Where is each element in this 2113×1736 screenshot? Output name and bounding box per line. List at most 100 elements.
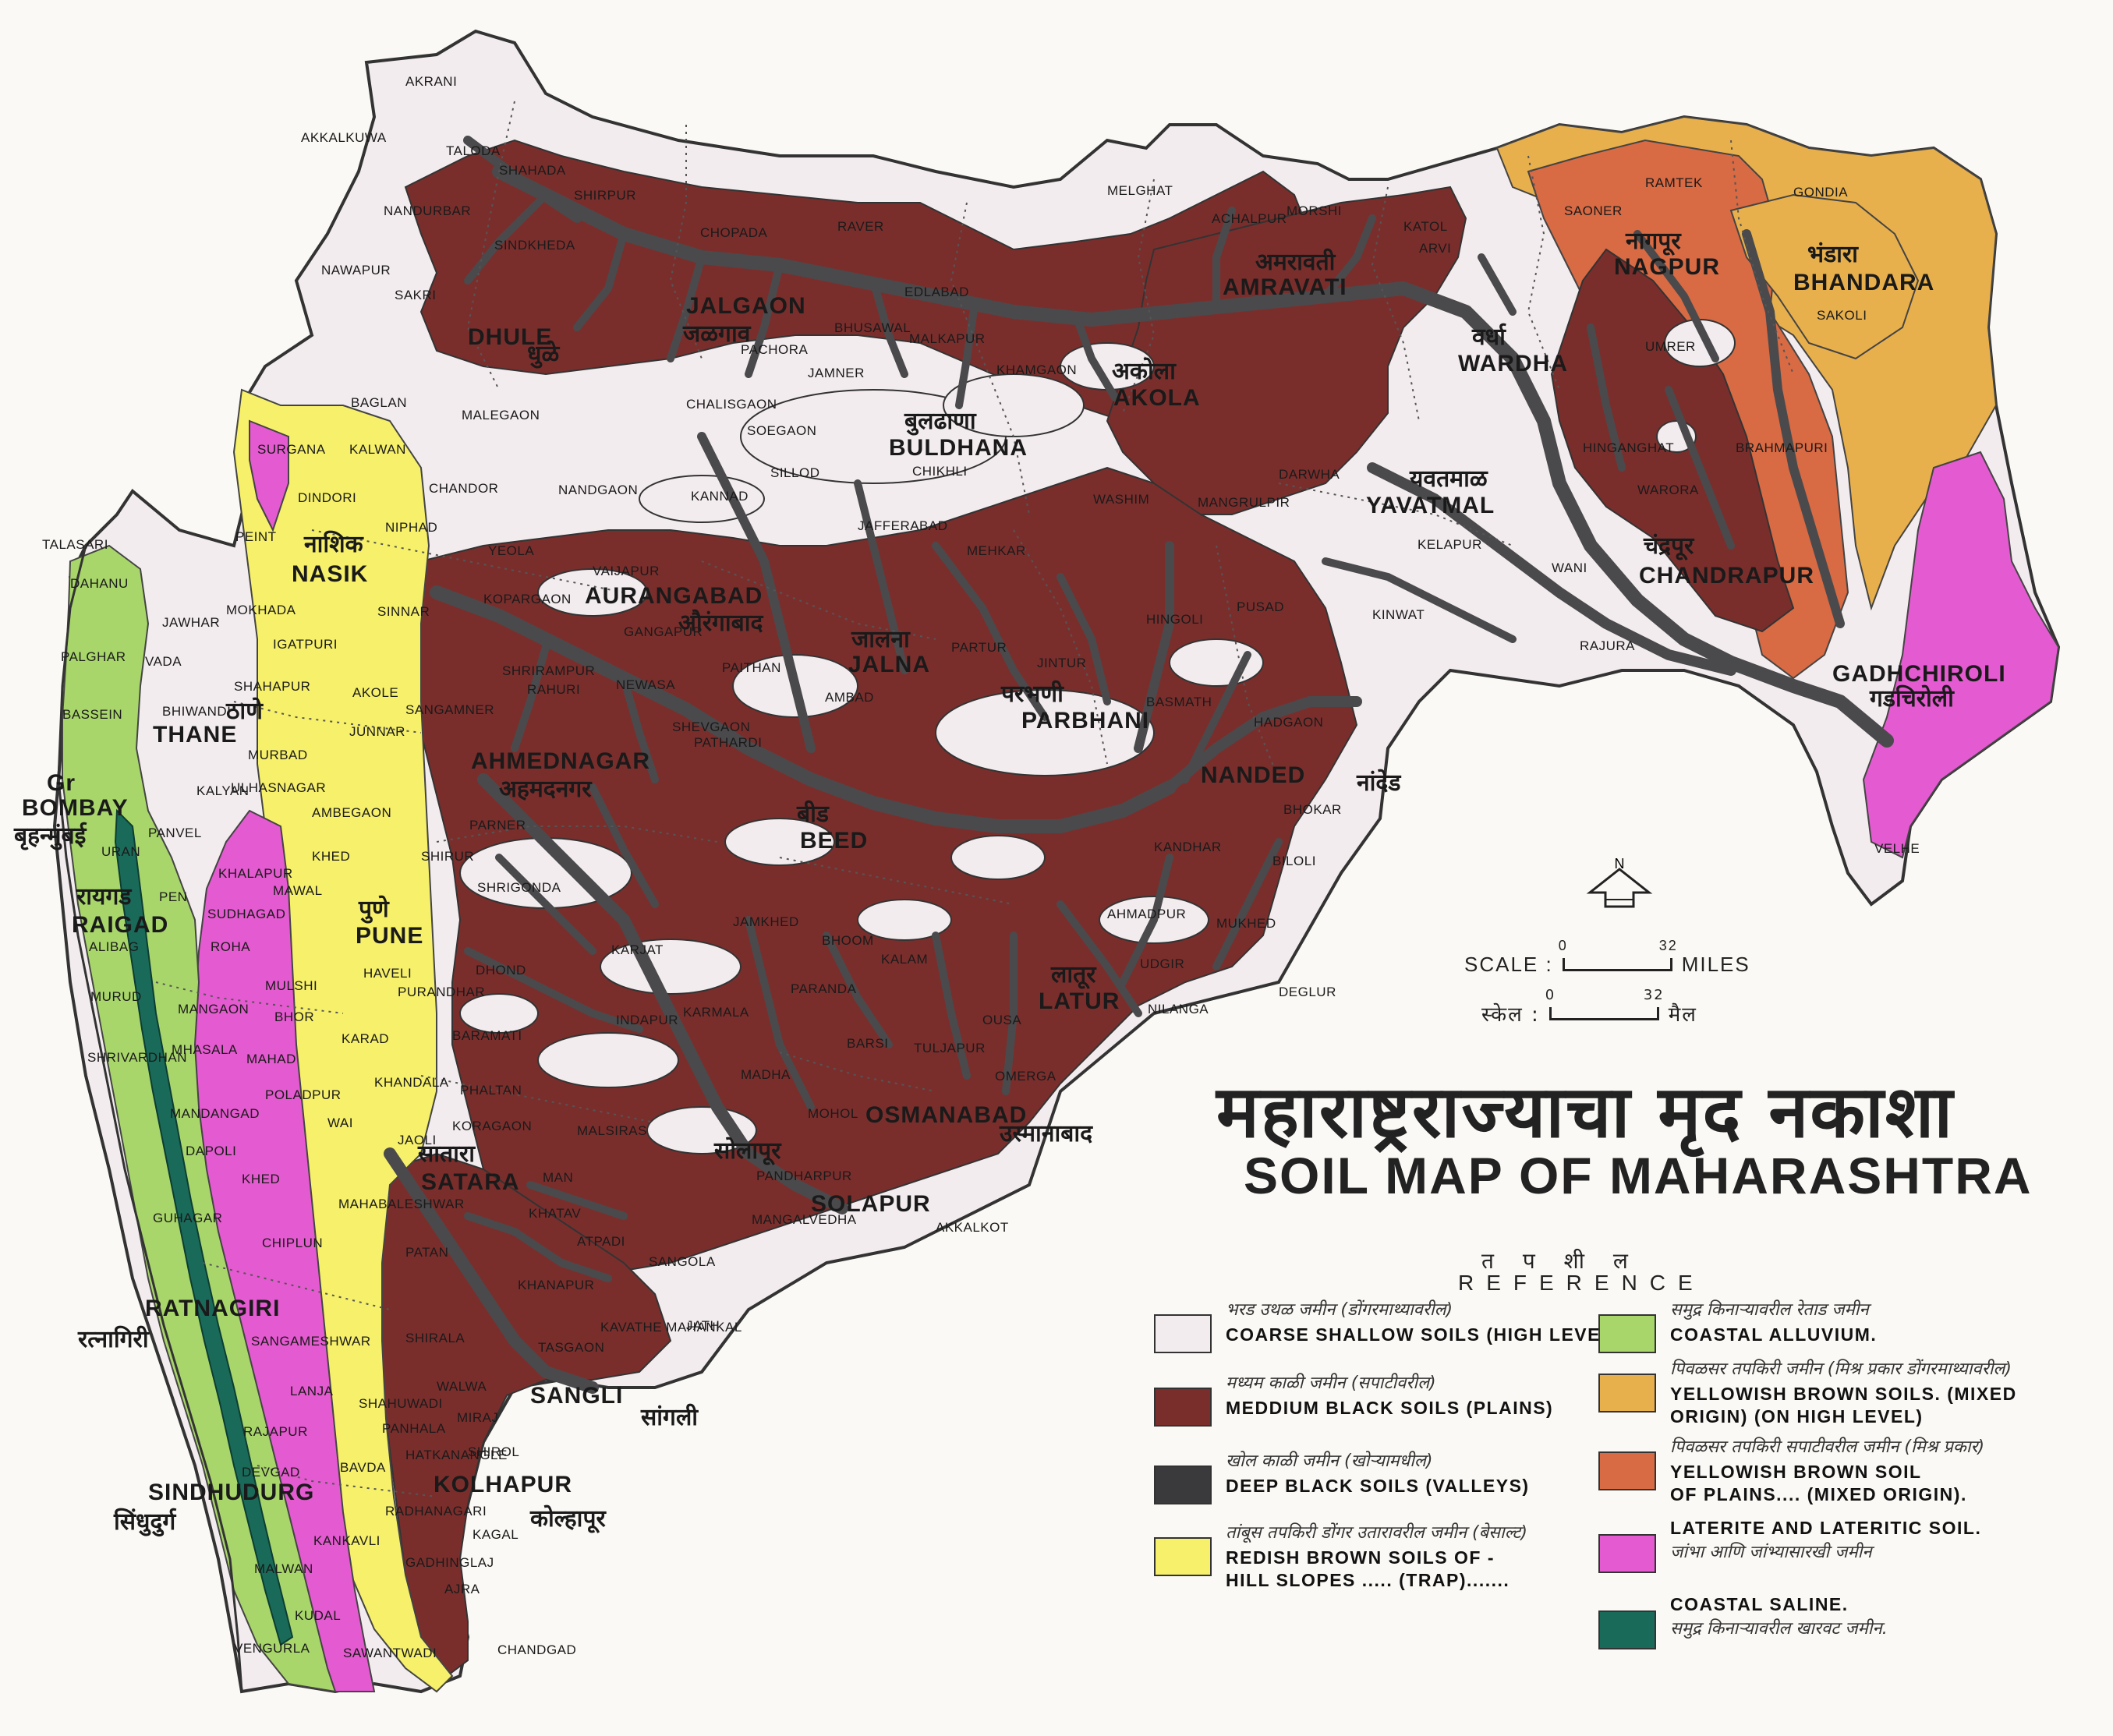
scale-english: SCALE : 0 32 MILES: [1464, 938, 1750, 977]
town-label: AMBAD: [825, 690, 874, 705]
legend-label-marathi: तांबूस तपकिरी डोंगर उतारावरील जमीन (बेसा…: [1226, 1523, 1528, 1543]
medium-black-region-vidarbha: [1106, 186, 1467, 515]
city-label-ahmednagar-mr: अहमदनगर: [499, 776, 592, 803]
town-label: SHEVGAON: [672, 720, 751, 734]
town-label: CHOPADA: [700, 225, 768, 240]
district-boundaries: [155, 101, 1794, 1497]
legend-swatch: [1598, 1314, 1656, 1353]
legend-swatch: [1154, 1314, 1212, 1353]
north-arrow-icon: [1586, 868, 1653, 908]
city-label-beed: BEED: [800, 828, 869, 854]
legend-swatch: [1598, 1534, 1656, 1573]
city-label-pune-mr: पुणे: [359, 896, 389, 923]
north-label: N: [1614, 856, 1625, 872]
town-label: PAITHAN: [722, 660, 781, 675]
legend-label-english: LATERITE AND LATERITIC SOIL.: [1670, 1518, 1982, 1538]
legend-label-english: YELLOWISH BROWN SOILS. (MIXED ORIGIN) (O…: [1670, 1384, 2017, 1427]
town-label: JATH: [686, 1318, 720, 1333]
scale-bar-mr: 0 32: [1545, 987, 1663, 1020]
legend-item-yellowish-brown-high: पिवळसर तपकिरी जमीन (मिश्र प्रकार डोंगरमा…: [1598, 1356, 2017, 1428]
town-label: VADA: [145, 654, 182, 669]
town-label: KHED: [312, 849, 351, 864]
city-label-gadhchiroli-mr: गडचिरोली: [1870, 685, 1954, 712]
town-label: KARJAT: [611, 942, 664, 957]
town-label: SHAHADA: [499, 163, 566, 178]
scale-label-mr: स्केल :: [1481, 1003, 1540, 1027]
city-label-nanded-mr: नांदेड: [1357, 769, 1401, 797]
town-label: GADHINGLAJ: [405, 1555, 494, 1570]
town-label: BARSI: [847, 1036, 889, 1051]
city-label-kolhapur: KOLHAPUR: [434, 1472, 572, 1497]
town-label: ACHALPUR: [1212, 211, 1287, 226]
town-label: KALAM: [881, 952, 929, 967]
town-label: HATKANANGLE: [405, 1448, 508, 1462]
city-label-raigad: RAIGAD: [72, 912, 169, 938]
town-label: VENGURLA: [234, 1641, 310, 1656]
town-label: CHIKHLI: [912, 464, 968, 479]
town-label: BAGLAN: [351, 395, 407, 410]
town-label: MEHKAR: [967, 543, 1026, 558]
town-label: PACHORA: [741, 342, 809, 357]
town-label: PALGHAR: [61, 649, 126, 664]
town-label: SINNAR: [377, 604, 430, 619]
city-label-amravati-mr: अमरावती: [1255, 249, 1336, 276]
legend-item-laterite: LATERITE AND LATERITIC SOIL. जांभा आणि ज…: [1598, 1517, 1981, 1573]
legend-label-marathi: मध्यम काळी जमीन (सपाटीवरील): [1226, 1374, 1436, 1393]
scale-label: SCALE :: [1464, 953, 1553, 976]
town-label: AKKALKOT: [936, 1220, 1009, 1235]
town-label: NEWASA: [616, 677, 676, 692]
town-label: KHED: [242, 1172, 281, 1186]
city-label-jalgaon: JALGAON: [686, 293, 806, 319]
town-label: VAIJAPUR: [593, 564, 660, 578]
city-label-aurangabad-mr: औरंगाबाद: [678, 610, 763, 637]
legend-swatch: [1598, 1374, 1656, 1412]
town-label: AKKALKUWA: [301, 130, 387, 145]
town-label: SANGAMESHWAR: [251, 1334, 371, 1349]
city-label-pune: PUNE: [356, 923, 424, 949]
town-label: PATAN: [405, 1245, 449, 1260]
town-label: AKRANI: [405, 74, 458, 89]
town-label: DAPOLI: [186, 1144, 237, 1158]
town-label: BASMATH: [1146, 695, 1212, 709]
legend-label-marathi: समुद्र किनाऱ्यावरील खारवट जमीन.: [1670, 1618, 1888, 1639]
town-label: VELHE: [1874, 841, 1920, 856]
coarse-shallow-patches: [459, 319, 1736, 1154]
legend-item-coastal-alluvium: समुद्र किनाऱ्यावरील रेताड जमीन COASTAL A…: [1598, 1297, 1877, 1353]
town-label: INDAPUR: [616, 1013, 679, 1027]
town-label: RAMTEK: [1645, 175, 1703, 190]
town-label: MAN: [543, 1170, 574, 1185]
town-label: ATPADI: [577, 1234, 625, 1249]
map-title-english: SOIL MAP OF MAHARASHTRA: [1244, 1147, 2033, 1204]
legend-label-marathi: पिवळसर तपकिरी सपाटीवरील जमीन (मिश्र प्रक…: [1670, 1437, 1985, 1457]
town-label: MANGALVEDHA: [752, 1212, 857, 1227]
town-label: MALSIRAS: [577, 1123, 647, 1138]
town-label: TALODA: [446, 143, 501, 158]
town-label: NANDGAON: [558, 483, 639, 497]
scale-unit-mr: मैल: [1668, 1003, 1697, 1027]
town-label: RAJAPUR: [243, 1424, 308, 1439]
scale-zero: 0: [1558, 938, 1568, 953]
town-label: WALWA: [437, 1379, 487, 1394]
town-label: GONDIA: [1793, 185, 1849, 200]
town-label: JAFFERABAD: [858, 518, 948, 533]
legend-label-english: YELLOWISH BROWN SOIL OF PLAINS.... (MIXE…: [1670, 1462, 1967, 1504]
town-label: SAKRI: [395, 288, 437, 302]
scale-marathi: स्केल : 0 32 मैल: [1481, 987, 1697, 1027]
legend-item-coarse-shallow: भरड उथळ जमीन (डोंगरमाथ्यावरील) COARSE SH…: [1154, 1297, 1620, 1353]
town-label: ULHASNAGAR: [231, 780, 327, 795]
town-label: JAOLI: [398, 1133, 437, 1147]
town-label: MANDANGAD: [170, 1106, 260, 1121]
town-label: PARTUR: [951, 640, 1007, 655]
town-label: CHANDGAD: [497, 1642, 577, 1657]
town-label: PARNER: [469, 818, 526, 833]
town-label: BHIWANDI: [162, 704, 232, 719]
town-label: KANKAVLI: [313, 1533, 380, 1548]
city-label-yavatmal-mr: यवतमाळ: [1410, 465, 1488, 493]
town-label: PANVEL: [148, 826, 202, 840]
town-label: MOHOL: [808, 1106, 858, 1121]
town-label: BHUSAWAL: [834, 320, 911, 335]
town-label: KALWAN: [349, 442, 406, 457]
town-label: KHALAPUR: [218, 866, 293, 881]
town-label: OMERGA: [995, 1069, 1056, 1084]
town-label: JINTUR: [1037, 656, 1087, 670]
